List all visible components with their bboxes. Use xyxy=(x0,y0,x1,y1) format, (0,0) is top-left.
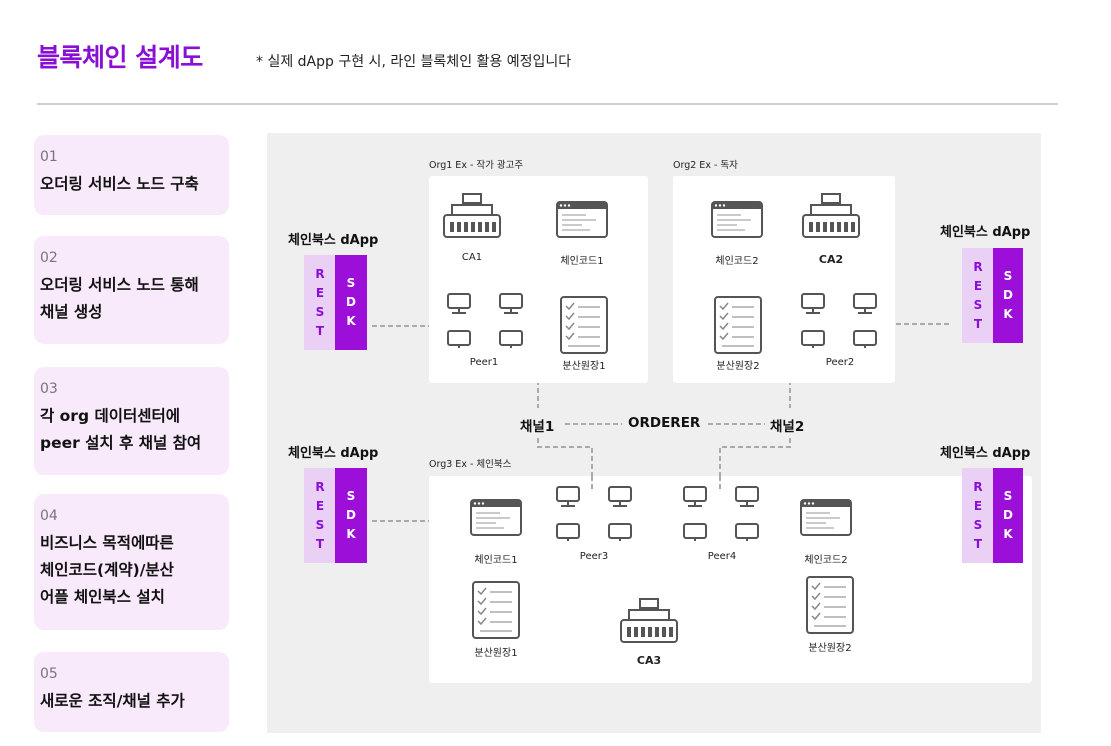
chaincode-window-icon xyxy=(556,201,608,238)
step-number: 03 xyxy=(40,381,58,397)
dapp-title: 체인북스 dApp xyxy=(940,225,1031,240)
channel1-label: 채널1 xyxy=(520,419,555,435)
ledger-document-icon xyxy=(560,296,608,354)
org1-ca-label: CA1 xyxy=(461,252,483,263)
peer-network-icon xyxy=(447,293,523,348)
org3-chaincode1-label: 체인코드1 xyxy=(474,555,518,566)
org2-ledger-label: 분산원장2 xyxy=(716,361,760,372)
ca-server-icon xyxy=(802,193,860,238)
org2-peer-label: Peer2 xyxy=(825,357,855,368)
step-5: 05 새로운 조직/채널 추가 xyxy=(34,652,229,732)
org3-box xyxy=(429,476,1032,683)
step-label: 각 org 데이터센터에 peer 설치 후 채널 참여 xyxy=(40,407,202,452)
dapp-title: 체인북스 dApp xyxy=(288,446,379,461)
step-number: 05 xyxy=(40,666,58,682)
header-divider xyxy=(37,103,1058,105)
org3-chaincode2-label: 체인코드2 xyxy=(804,555,848,566)
rest-block: R E S T xyxy=(304,468,336,563)
dapp-title: 체인북스 dApp xyxy=(288,233,379,248)
rest-block: R E S T xyxy=(962,248,994,343)
step-number: 01 xyxy=(40,149,58,165)
orderer-label: ORDERER xyxy=(628,415,701,431)
sdk-label: S D K xyxy=(1003,489,1013,541)
sdk-block: S D K xyxy=(335,255,367,350)
rest-label: R E S T xyxy=(315,479,325,551)
chaincode-window-icon xyxy=(470,499,522,536)
step-label: 새로운 조직/채널 추가 xyxy=(40,692,185,710)
step-label: 비즈니스 목적에따른 체인코드(계약)/분산 어플 체인북스 설치 xyxy=(40,534,174,606)
org3-title: Org3 Ex - 체인북스 xyxy=(429,459,512,470)
step-number: 02 xyxy=(40,250,58,266)
rest-block: R E S T xyxy=(304,255,336,350)
step-label: 오더링 서비스 노드 구축 xyxy=(40,175,199,193)
peer-network-icon xyxy=(556,486,632,541)
org2-ca-label: CA2 xyxy=(818,253,844,266)
org3-peer4-label: Peer4 xyxy=(707,551,737,562)
org3-peer3-label: Peer3 xyxy=(579,551,609,562)
sdk-label: S D K xyxy=(1003,269,1013,321)
rest-label: R E S T xyxy=(315,266,325,338)
org3-ledger1-label: 분산원장1 xyxy=(474,648,518,659)
step-3: 03 각 org 데이터센터에 peer 설치 후 채널 참여 xyxy=(34,367,229,475)
sdk-block: S D K xyxy=(335,468,367,563)
org1-peer-label: Peer1 xyxy=(469,357,499,368)
rest-label: R E S T xyxy=(973,259,983,331)
rest-label: R E S T xyxy=(973,479,983,551)
org1-title: Org1 Ex - 작가 광고주 xyxy=(429,160,524,171)
org2-box xyxy=(673,176,895,383)
ledger-document-icon xyxy=(806,576,854,634)
step-1: 01 오더링 서비스 노드 구축 xyxy=(34,135,229,215)
org1-box xyxy=(429,176,648,383)
ledger-document-icon xyxy=(472,581,520,639)
header-note: * 실제 dApp 구현 시, 라인 블록체인 활용 예정입니다 xyxy=(256,54,572,70)
step-label: 오더링 서비스 노드 통해 채널 생성 xyxy=(40,276,199,321)
sdk-label: S D K xyxy=(346,276,356,328)
org1-ledger-label: 분산원장1 xyxy=(562,361,606,372)
sdk-label: S D K xyxy=(346,489,356,541)
chaincode-window-icon xyxy=(711,201,763,238)
step-2: 02 오더링 서비스 노드 통해 채널 생성 xyxy=(34,236,229,344)
ca-server-icon xyxy=(443,193,501,238)
page-title: 블록체인 설계도 xyxy=(37,43,203,72)
peer-network-icon xyxy=(683,486,759,541)
rest-block: R E S T xyxy=(962,468,994,563)
sdk-block: S D K xyxy=(993,248,1023,343)
peer-network-icon xyxy=(801,293,877,348)
chaincode-window-icon xyxy=(800,499,852,536)
org1-chaincode-label: 체인코드1 xyxy=(560,256,604,267)
org2-chaincode-label: 체인코드2 xyxy=(715,256,759,267)
channel2-label: 채널2 xyxy=(770,419,805,435)
org2-title: Org2 Ex - 독자 xyxy=(673,160,738,171)
ca-server-icon xyxy=(620,598,678,643)
dapp-title: 체인북스 dApp xyxy=(940,446,1031,461)
sdk-block: S D K xyxy=(993,468,1023,563)
org3-ledger2-label: 분산원장2 xyxy=(808,643,852,654)
org3-ca-label: CA3 xyxy=(636,654,662,667)
ledger-document-icon xyxy=(714,296,762,354)
step-4: 04 비즈니스 목적에따른 체인코드(계약)/분산 어플 체인북스 설치 xyxy=(34,494,229,630)
step-number: 04 xyxy=(40,508,58,524)
